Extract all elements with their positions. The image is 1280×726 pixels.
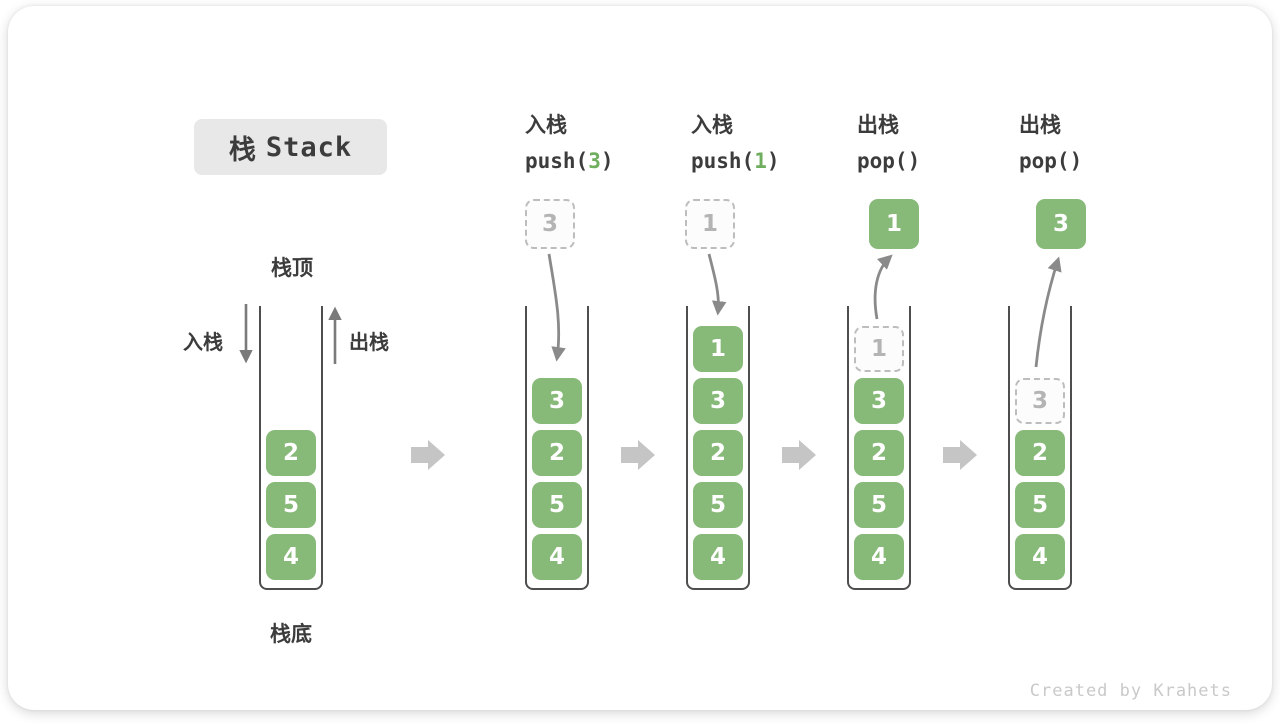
floating-popped-value-3: 3 (1036, 199, 1086, 249)
step-arrow-4 (943, 440, 977, 470)
stack3-cell: 3 (693, 378, 743, 424)
stack1-cell: 2 (266, 430, 316, 476)
op-call-arg: 3 (588, 149, 601, 173)
stack2-cell: 5 (532, 482, 582, 528)
watermark: Created by Krahets (1029, 681, 1232, 701)
op-name: 入栈 (525, 113, 567, 137)
floating-popped-value-1: 1 (869, 199, 919, 249)
stack4-ghost-cell: 1 (854, 326, 904, 372)
op-call-pre: pop( (1019, 149, 1070, 173)
title-zh: 栈 (228, 134, 256, 166)
op-call-pre: pop( (857, 149, 908, 173)
stack5-cell: 4 (1015, 534, 1065, 580)
op-caption-push1: 入栈 push(1) (691, 112, 780, 174)
stack5-cell: 2 (1015, 430, 1065, 476)
stack-container-1 (259, 306, 323, 590)
op-name: 出栈 (857, 113, 899, 137)
arrows-layer (239, 253, 1062, 470)
stack5-ghost-cell: 3 (1015, 378, 1065, 424)
op-call-arg: 1 (754, 149, 767, 173)
stack2-cell: 3 (532, 378, 582, 424)
op-call-pre: push( (691, 149, 755, 173)
floating-push-value-3: 3 (525, 199, 575, 249)
op-caption-pop-1: 出栈 pop() (857, 112, 920, 174)
op-caption-pop-2: 出栈 pop() (1019, 112, 1082, 174)
stack-bottom-label: 栈底 (270, 622, 312, 646)
stack-container-2 (525, 306, 589, 590)
op-name: 入栈 (691, 113, 733, 137)
step-arrow-3 (782, 440, 816, 470)
push-side-label: 入栈 (183, 330, 223, 354)
stack2-cell: 2 (532, 430, 582, 476)
op-caption-push3: 入栈 push(3) (525, 112, 614, 174)
floating-push-value-1: 1 (685, 199, 735, 249)
stack4-cell: 3 (854, 378, 904, 424)
op-name: 出栈 (1019, 113, 1061, 137)
op-call: pop() (1019, 148, 1082, 174)
stack-container-4 (847, 306, 911, 590)
op-call: pop() (857, 148, 920, 174)
op-call-post: ) (766, 149, 780, 173)
step-arrow-1 (411, 440, 445, 470)
push1-curved-arrow (707, 253, 727, 316)
op-call: push(1) (691, 148, 780, 174)
stack1-cell: 4 (266, 534, 316, 580)
op-call-post: ) (907, 149, 921, 173)
title-en: Stack (265, 131, 353, 163)
stack1-cell: 5 (266, 482, 316, 528)
op-call-post: ) (600, 149, 614, 173)
op-call-pre: push( (525, 149, 589, 173)
stack4-cell: 5 (854, 482, 904, 528)
pop-side-label: 出栈 (349, 330, 389, 354)
op-call: push(3) (525, 148, 614, 174)
stack-container-3 (686, 306, 750, 590)
stack-container-5 (1008, 306, 1072, 590)
stack5-cell: 5 (1015, 482, 1065, 528)
stack3-cell: 2 (693, 430, 743, 476)
stack4-cell: 4 (854, 534, 904, 580)
stack2-cell: 4 (532, 534, 582, 580)
stack4-cell: 2 (854, 430, 904, 476)
step-arrow-2 (621, 440, 655, 470)
stack-top-label: 栈顶 (271, 256, 313, 280)
diagram-card: 栈 Stack 入栈 push(3) 入栈 push(1) 出栈 pop() 出… (8, 6, 1272, 710)
title-badge: 栈 Stack (194, 119, 387, 175)
stack3-cell: 1 (693, 326, 743, 372)
stack3-cell: 4 (693, 534, 743, 580)
stack3-cell: 5 (693, 482, 743, 528)
op-call-post: ) (1069, 149, 1083, 173)
